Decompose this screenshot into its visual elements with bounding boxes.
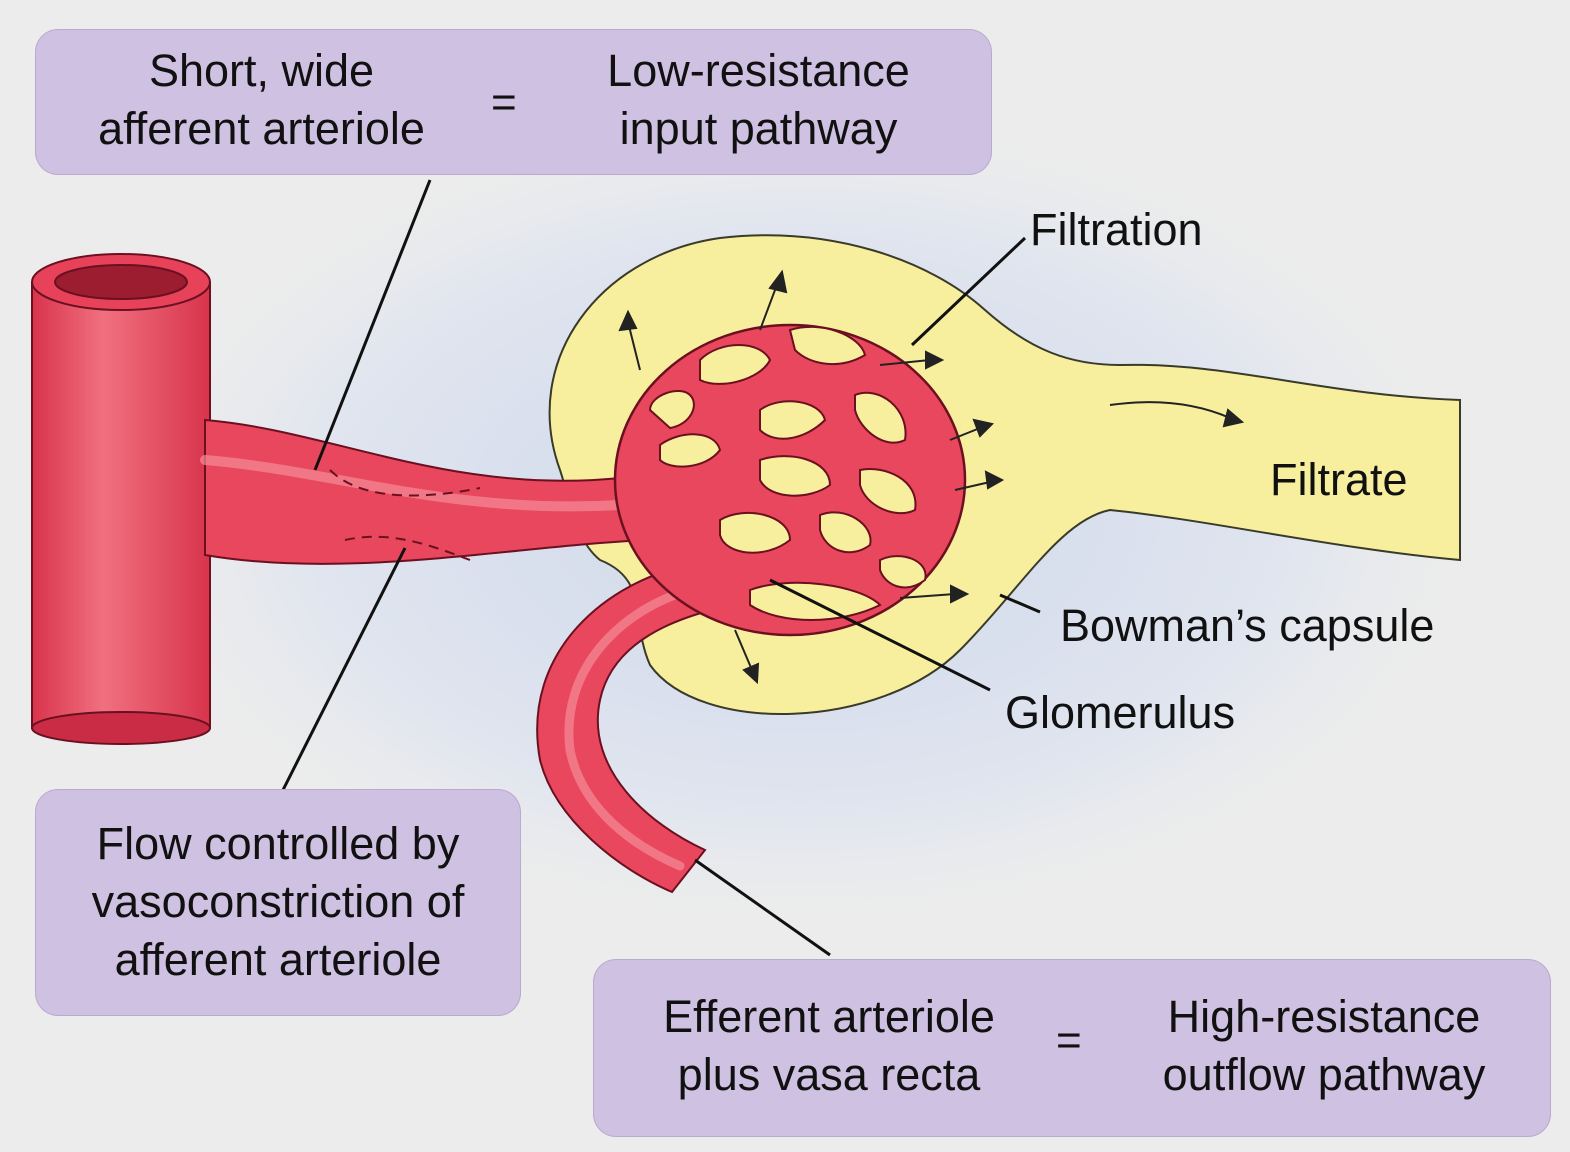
equals-sign: = bbox=[491, 74, 517, 132]
bowmans-capsule-label: Bowman’s capsule bbox=[1060, 603, 1434, 648]
equals-sign: = bbox=[1056, 1012, 1082, 1070]
filtration-label: Filtration bbox=[1030, 207, 1203, 252]
flow-control-line-2: vasoconstriction of bbox=[36, 873, 520, 931]
afferent-resistance-box: Short, wide afferent arteriole = Low-res… bbox=[36, 30, 991, 174]
efferent-label: Efferent arteriole plus vasa recta bbox=[614, 988, 1044, 1104]
efferent-resistance-box: Efferent arteriole plus vasa recta = Hig… bbox=[594, 960, 1550, 1136]
filtrate-label: Filtrate bbox=[1270, 457, 1408, 502]
glomerulus-label: Glomerulus bbox=[1005, 690, 1235, 735]
input-pathway-line-2: input pathway bbox=[556, 100, 961, 158]
renal-artery-cylinder bbox=[32, 254, 210, 744]
input-pathway-line-1: Low-resistance bbox=[556, 42, 961, 100]
afferent-label: Short, wide afferent arteriole bbox=[64, 42, 459, 158]
efferent-label-line-1: Efferent arteriole bbox=[614, 988, 1044, 1046]
outflow-pathway-label: High-resistance outflow pathway bbox=[1119, 988, 1529, 1104]
flow-control-label: Flow controlled by vasoconstriction of a… bbox=[36, 815, 520, 989]
flow-control-line-1: Flow controlled by bbox=[36, 815, 520, 873]
input-pathway-label: Low-resistance input pathway bbox=[556, 42, 961, 158]
afferent-label-line-2: afferent arteriole bbox=[64, 100, 459, 158]
outflow-pathway-line-1: High-resistance bbox=[1119, 988, 1529, 1046]
efferent-label-line-2: plus vasa recta bbox=[614, 1046, 1044, 1104]
flow-control-box: Flow controlled by vasoconstriction of a… bbox=[36, 790, 520, 1015]
afferent-label-line-1: Short, wide bbox=[64, 42, 459, 100]
flow-control-line-3: afferent arteriole bbox=[36, 931, 520, 989]
outflow-pathway-line-2: outflow pathway bbox=[1119, 1046, 1529, 1104]
